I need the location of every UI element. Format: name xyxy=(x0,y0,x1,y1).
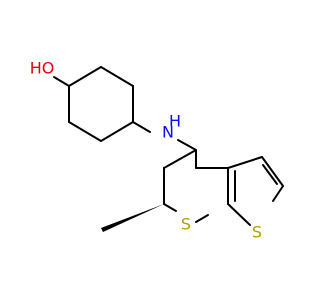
bond-c7-c9 xyxy=(163,149,197,169)
amine-h-label: H xyxy=(169,112,181,131)
bond-c5-c6 xyxy=(68,121,102,142)
thiopyran-sulfur-label: S xyxy=(181,215,191,234)
thiopyran-ring xyxy=(163,149,229,223)
thiophene-sulfur-label: S xyxy=(252,223,262,242)
cyclohexane-ring xyxy=(68,66,134,142)
bond-c4-n xyxy=(132,121,151,133)
amine-n-label: N xyxy=(162,123,174,142)
thiophene-ring xyxy=(227,156,284,226)
bond-c13-c14 xyxy=(261,156,284,187)
bond-c8-c13 xyxy=(227,156,263,169)
hydroxyl-label: HO xyxy=(30,59,55,78)
methyl-wedge xyxy=(101,204,164,232)
bond-c13-c14-double xyxy=(262,164,278,185)
bond-s2-c11 xyxy=(227,203,251,226)
bond-c4-c5 xyxy=(100,121,134,142)
bond-c1-o xyxy=(53,76,70,87)
bond-n-c7 xyxy=(177,139,197,151)
bond-c10-s1 xyxy=(163,203,177,212)
molecule-diagram: HO H N S S xyxy=(30,59,284,242)
bond-c14-s2 xyxy=(272,185,284,202)
bond-s1-c11 xyxy=(195,214,209,223)
bond-c2-c3 xyxy=(100,66,134,87)
bond-c1-c2 xyxy=(68,66,102,87)
